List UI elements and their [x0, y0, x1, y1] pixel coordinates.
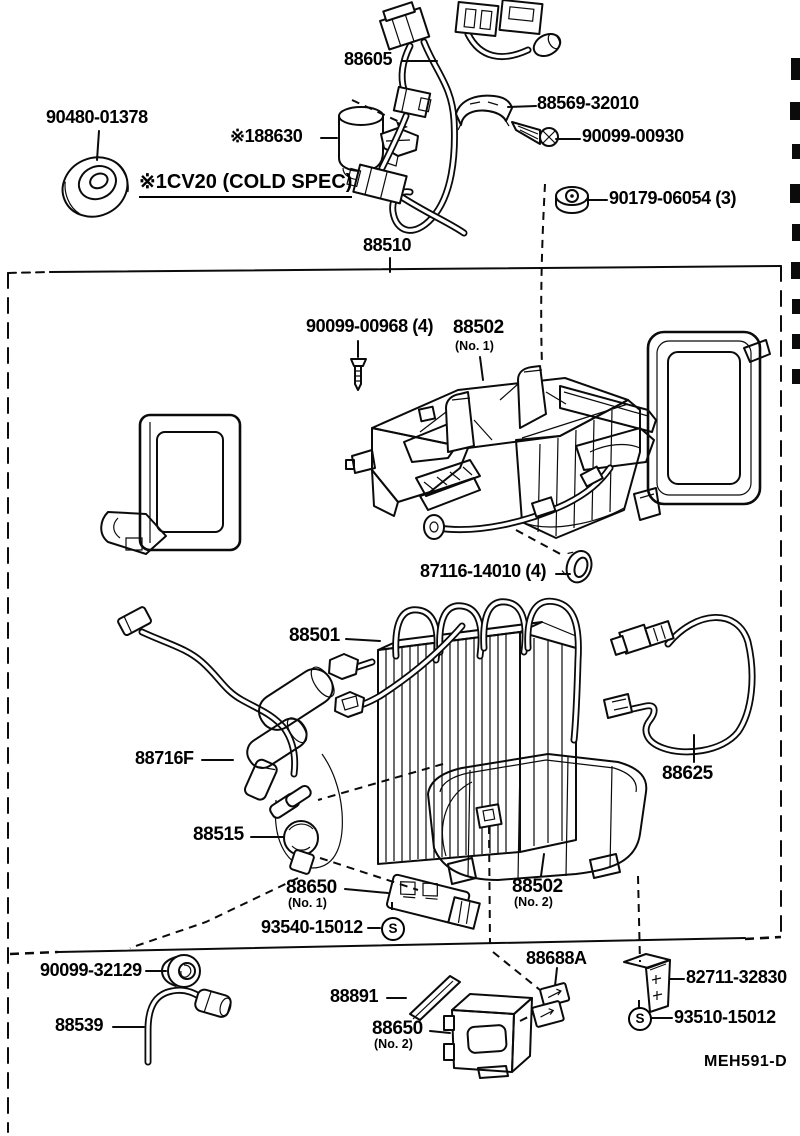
valve-88515-drawing: [268, 784, 318, 875]
part-label-88515: 88515: [193, 824, 244, 845]
part-label-88625: 88625: [662, 763, 713, 784]
connector-icon: [346, 163, 407, 204]
part-label-88891: 88891: [330, 986, 379, 1006]
part-label-90099-00930: 90099-00930: [582, 126, 684, 146]
hose-88539-drawing: [148, 988, 233, 1062]
part-label-88650-no1: 88650: [286, 877, 337, 898]
assembly-dashed-lines: [130, 764, 640, 1021]
part-label-88539: 88539: [55, 1015, 104, 1035]
evaporator-88501-drawing: [329, 601, 578, 864]
s-badge-icon: S: [628, 1007, 652, 1031]
part-label-93540: 93540-15012: [261, 917, 363, 937]
clamp-88569-drawing: [456, 96, 512, 130]
case-88502-no2-drawing: [428, 754, 646, 884]
part-label-88569: 88569-32010: [537, 93, 639, 113]
bracket-82711-drawing: [624, 954, 670, 1012]
part-label-90099-00968: 90099-00968 (4): [306, 316, 434, 336]
part-sublabel-88650-no2: (No. 2): [374, 1037, 413, 1051]
foam-tube-icon: [242, 663, 339, 774]
part-label-90480: 90480-01378: [46, 107, 148, 127]
part-sublabel-88502-no1: (No. 1): [455, 339, 494, 353]
part-label-88502-no2: 88502: [512, 876, 563, 897]
part-label-90179: 90179-06054 (3): [609, 188, 737, 208]
part-label-88630: ※188630: [230, 126, 303, 146]
grommet-32129-drawing: [162, 955, 200, 987]
part-label-93510: 93510-15012: [674, 1007, 776, 1027]
nut-90179-drawing: [541, 184, 588, 366]
round-connector-icon: [530, 30, 564, 61]
grommet-90480-drawing: [53, 131, 137, 227]
resistor-88650-no1-drawing: [386, 873, 482, 929]
connector-icon: [500, 0, 543, 34]
part-label-88605: 88605: [344, 49, 393, 69]
tube-88716F-drawing: [117, 606, 342, 868]
assembly-label-88510: 88510: [363, 235, 412, 255]
figure-code: MEH591-D: [704, 1053, 788, 1070]
part-sublabel-88650-no1: (No. 1): [288, 896, 327, 910]
s-badge-icon: S: [381, 917, 405, 941]
case-88502-no1-drawing: [346, 366, 656, 556]
part-label-88650-no2: 88650: [372, 1018, 423, 1039]
connector-icon: [456, 2, 499, 36]
leader-lines: [113, 61, 684, 1033]
part-label-88716F: 88716F: [135, 748, 194, 768]
assembly-boundary-box: [8, 258, 781, 1132]
packing-88891-drawing: [410, 976, 460, 1020]
left-bracket-drawing: [101, 415, 240, 554]
right-frame-drawing: [634, 332, 770, 520]
part-label-90099-32129: 90099-32129: [40, 960, 142, 980]
part-sublabel-88502-no2: (No. 2): [514, 895, 553, 909]
screw-90099-00968-drawing: [351, 341, 366, 390]
connector-icon: [394, 87, 432, 118]
connector-icon: [378, 0, 430, 49]
part-label-88502-no1: 88502: [453, 317, 504, 338]
harness-88605-drawing: [346, 0, 564, 233]
wire-88625-drawing: [604, 617, 752, 762]
screw-90099-00930-drawing: [512, 122, 558, 146]
bracket-88688A-drawing: [532, 968, 570, 1027]
part-label-82711: 82711-32830: [686, 967, 787, 987]
part-label-87116: 87116-14010 (4): [420, 561, 547, 581]
cold-spec-note: ※1CV20 (COLD SPEC): [139, 172, 353, 198]
binding-marks-right-edge: [790, 58, 800, 384]
amplifier-88650-no2-drawing: [444, 994, 532, 1078]
grommet-87116-drawing: [560, 547, 596, 586]
part-label-88501: 88501: [289, 625, 340, 646]
part-label-88688A: 88688A: [526, 948, 587, 968]
